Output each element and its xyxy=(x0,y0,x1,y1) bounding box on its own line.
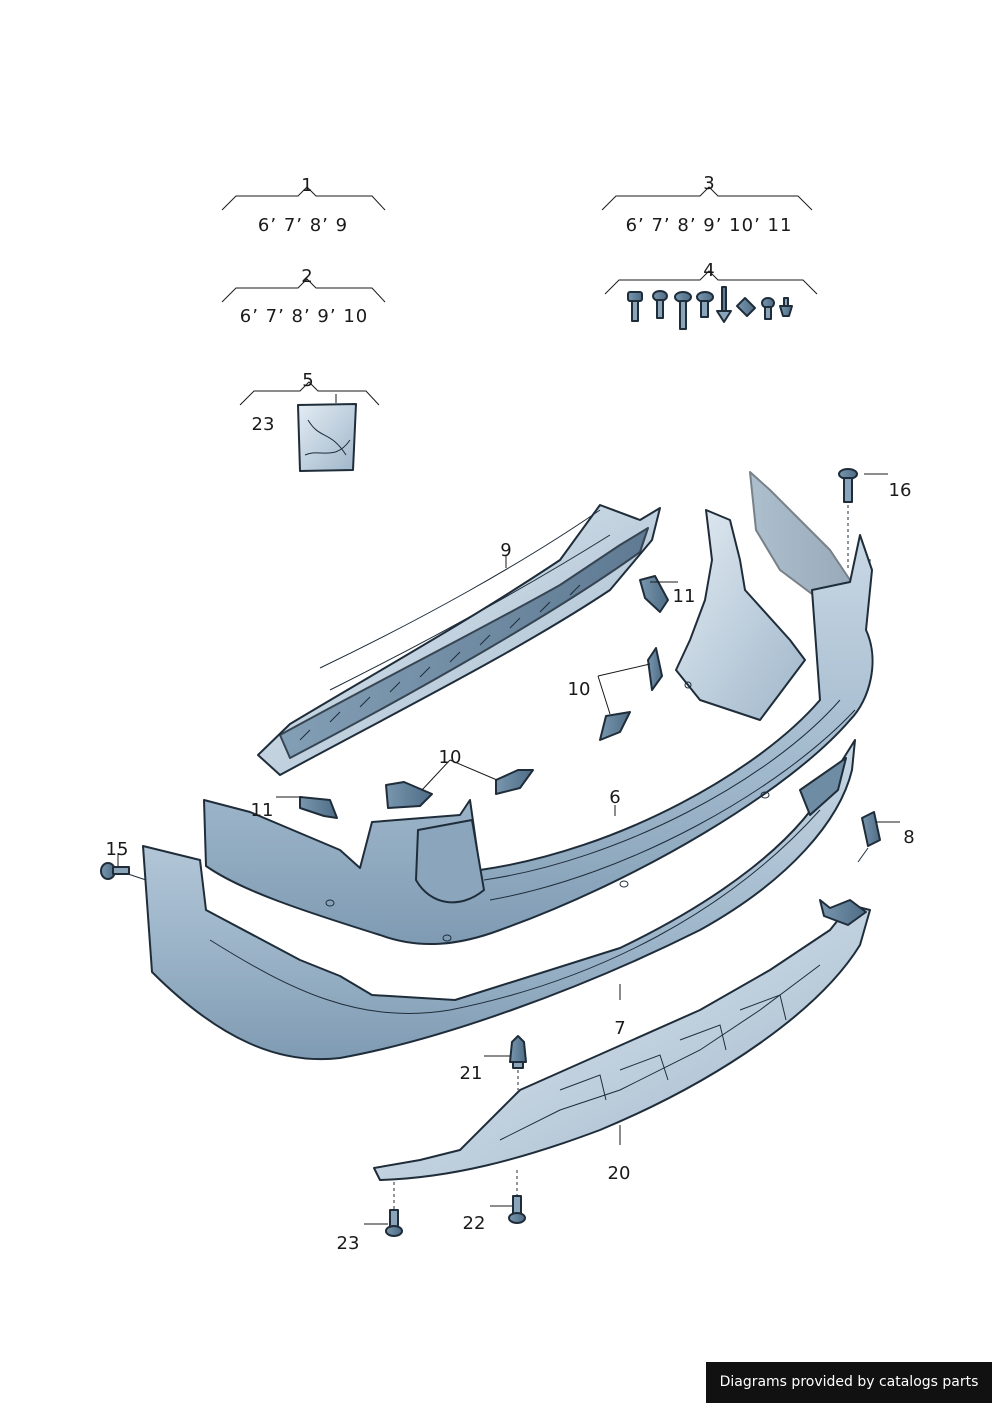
callout-6: 6 xyxy=(609,787,620,808)
callout-16: 16 xyxy=(889,480,912,501)
bolt-1 xyxy=(627,291,643,322)
clip-2 xyxy=(761,297,775,320)
kit-1-contents: 6’ 7’ 8’ 9 xyxy=(258,215,348,236)
callout-10-upper: 10 xyxy=(568,679,591,700)
kit-5-number: 5 xyxy=(302,370,313,391)
clip-3 xyxy=(779,297,793,317)
rivet xyxy=(716,286,732,323)
impact-absorber: 9 xyxy=(257,504,661,776)
kit-5-contents: 23 xyxy=(252,414,275,435)
kit-4: 4 xyxy=(604,260,818,330)
callout-20: 20 xyxy=(608,1163,631,1184)
bag xyxy=(297,403,357,472)
callout-9: 9 xyxy=(500,540,511,561)
lower-trim: 7 xyxy=(142,739,856,1061)
callout-22: 22 xyxy=(463,1213,486,1234)
side-guide-right xyxy=(675,471,871,721)
kit-4-number: 4 xyxy=(703,260,714,281)
credit-banner: Diagrams provided by catalogs parts xyxy=(706,1362,992,1403)
callout-11-upper: 11 xyxy=(673,586,696,607)
fastener-set xyxy=(627,286,793,330)
kit-2-contents: 6’ 7’ 8’ 9’ 10 xyxy=(240,306,369,327)
callout-15: 15 xyxy=(106,839,129,860)
bumper-cover: 6 xyxy=(203,534,874,946)
bolt-4 xyxy=(696,291,714,318)
kit-5: 5 23 xyxy=(239,370,380,472)
mounting-brackets-lower: 10 xyxy=(385,747,534,809)
guide-bracket-lower: 11 xyxy=(251,796,338,821)
kit-1-number: 1 xyxy=(301,175,312,196)
mounting-brackets-upper: 10 xyxy=(568,647,663,741)
cover-cap-8: 8 xyxy=(857,811,915,863)
callout-7: 7 xyxy=(614,1018,625,1039)
clip-1 xyxy=(736,297,756,317)
screw-16: 16 xyxy=(838,468,912,570)
kit-3-number: 3 xyxy=(703,173,714,194)
kit-2: 2 6’ 7’ 8’ 9’ 10 xyxy=(221,266,386,327)
callout-21: 21 xyxy=(460,1063,483,1084)
clip-21: 21 xyxy=(460,1035,527,1090)
screw-23: 23 xyxy=(337,1182,403,1254)
callout-23: 23 xyxy=(337,1233,360,1254)
callout-11-lower: 11 xyxy=(251,800,274,821)
callout-8: 8 xyxy=(903,827,914,848)
kit-3: 3 6’ 7’ 8’ 9’ 10’ 11 xyxy=(601,173,813,236)
guide-bracket-upper: 11 xyxy=(639,575,696,613)
kit-1: 1 6’ 7’ 8’ 9 xyxy=(221,175,386,236)
kit-3-contents: 6’ 7’ 8’ 9’ 10’ 11 xyxy=(626,215,793,236)
kit-2-number: 2 xyxy=(301,266,312,287)
bolt-3 xyxy=(674,291,692,330)
callout-10-lower: 10 xyxy=(439,747,462,768)
screw-15: 15 xyxy=(100,839,147,881)
bolt-2 xyxy=(652,290,668,319)
screw-22: 22 xyxy=(463,1170,526,1234)
undertray: 20 xyxy=(373,899,871,1184)
